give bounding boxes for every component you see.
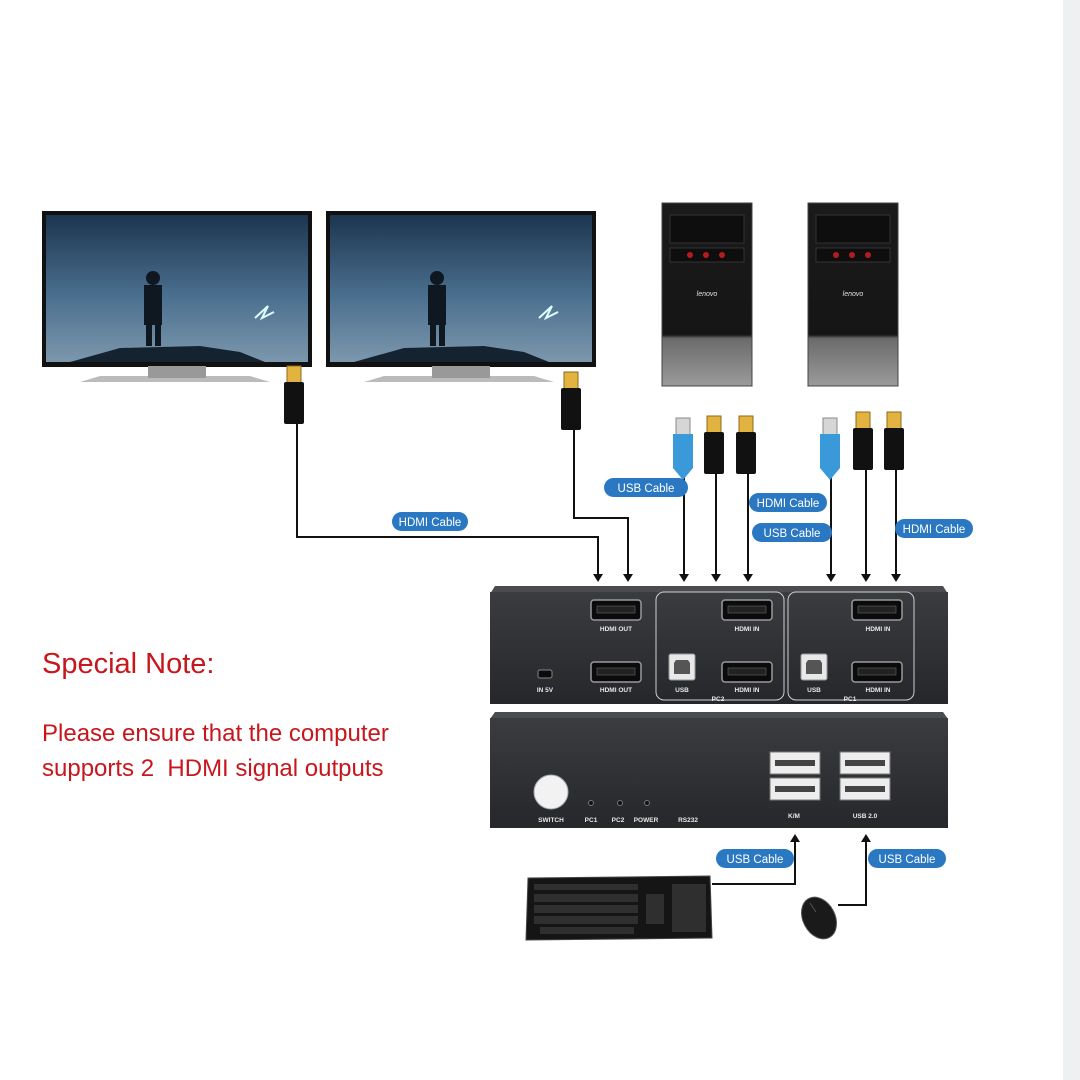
- usb-b-port-icon: [800, 653, 828, 681]
- svg-text:USB Cable: USB Cable: [727, 854, 784, 866]
- desktop-pc-2-icon: lenovo: [661, 202, 753, 387]
- hdmi-port-icon: [590, 661, 642, 683]
- cable-label: HDMI Cable: [749, 493, 827, 512]
- port-label: HDMI IN: [866, 626, 891, 633]
- cable-arrowheads: [593, 574, 901, 842]
- panel-label: POWER: [634, 817, 659, 824]
- svg-text:USB Cable: USB Cable: [764, 528, 821, 540]
- panel-label: USB 2.0: [853, 813, 878, 820]
- scrollbar-track[interactable]: [1063, 0, 1080, 1080]
- hdmi-port-icon: [721, 661, 773, 683]
- port-group-label: PC2: [712, 696, 725, 703]
- hdmi-port-icon: [851, 599, 903, 621]
- kvm-rear-panel: HDMI OUT HDMI OUT HDMI IN HDMI IN HDMI I…: [490, 586, 948, 704]
- switch-button: [533, 774, 569, 810]
- monitor-left-icon: [42, 211, 312, 382]
- port-label: HDMI OUT: [600, 626, 632, 633]
- panel-label: SWITCH: [538, 817, 564, 824]
- usb-a-port-icon: [839, 777, 891, 801]
- special-note-title: Special Note:: [42, 648, 215, 680]
- desktop-pc-1-icon: lenovo: [807, 202, 899, 387]
- special-note-body: Please ensure that the computer supports…: [42, 716, 389, 786]
- mouse-icon: [800, 896, 838, 940]
- hdmi-plug-icon: [560, 371, 582, 431]
- usb-a-port-icon: [769, 751, 821, 775]
- pc-brand-logo: lenovo: [697, 291, 718, 298]
- hdmi-plug-icon: [852, 411, 874, 471]
- usb-plug-icon: [672, 417, 694, 481]
- port-label: USB: [807, 687, 821, 694]
- svg-text:HDMI Cable: HDMI Cable: [757, 498, 820, 510]
- usb-a-port-icon: [769, 777, 821, 801]
- hdmi-port-icon: [851, 661, 903, 683]
- hdmi-plug-icon: [883, 411, 905, 471]
- cable-label: USB Cable: [752, 523, 832, 542]
- usb-plug-icon: [819, 417, 841, 481]
- port-label: HDMI OUT: [600, 687, 632, 694]
- hdmi-port-icon: [721, 599, 773, 621]
- hdmi-plug-icon: [735, 415, 757, 475]
- hdmi-port-icon: [590, 599, 642, 621]
- port-label: HDMI IN: [735, 687, 760, 694]
- panel-label: RS232: [678, 817, 698, 824]
- port-label: IN 5V: [537, 687, 554, 694]
- hdmi-plug-icon: [703, 415, 725, 475]
- cable-label: USB Cable: [716, 849, 794, 868]
- port-label: HDMI IN: [866, 687, 891, 694]
- cable-label: HDMI Cable: [392, 512, 468, 531]
- panel-label: K/M: [788, 813, 800, 820]
- svg-text:USB Cable: USB Cable: [879, 854, 936, 866]
- power-jack-icon: [537, 669, 553, 679]
- svg-text:HDMI Cable: HDMI Cable: [903, 524, 966, 536]
- svg-text:HDMI Cable: HDMI Cable: [399, 517, 462, 529]
- port-label: USB: [675, 687, 689, 694]
- led-power: [644, 800, 650, 806]
- special-note-line: supports 2 HDMI signal outputs: [42, 755, 384, 782]
- special-note-line: Please ensure that the computer: [42, 720, 389, 747]
- panel-label: PC1: [585, 817, 598, 824]
- monitor-right-icon: [326, 211, 596, 382]
- pc-brand-logo: lenovo: [843, 291, 864, 298]
- panel-label: PC2: [612, 817, 625, 824]
- cable-label: HDMI Cable: [895, 519, 973, 538]
- hdmi-plug-icon: [283, 365, 305, 425]
- led-pc1: [588, 800, 594, 806]
- cable-label: USB Cable: [604, 478, 688, 497]
- port-label: HDMI IN: [735, 626, 760, 633]
- svg-text:USB Cable: USB Cable: [618, 483, 675, 495]
- port-group-label: PC1: [844, 696, 857, 703]
- keyboard-icon: [525, 875, 713, 941]
- kvm-front-panel: SWITCH PC1 PC2 POWER RS232 K/M USB 2.0: [490, 712, 948, 828]
- cable-label: USB Cable: [868, 849, 946, 868]
- led-pc2: [617, 800, 623, 806]
- usb-a-port-icon: [839, 751, 891, 775]
- usb-b-port-icon: [668, 653, 696, 681]
